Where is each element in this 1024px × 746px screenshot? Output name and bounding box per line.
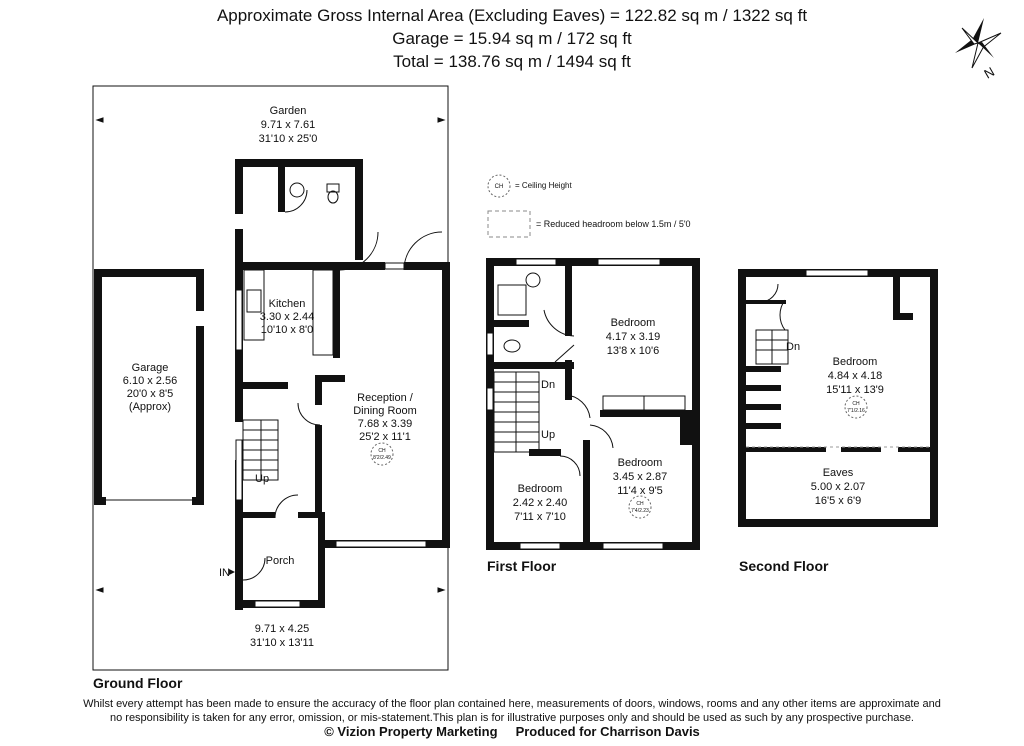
kitchen-metric: 3.30 x 2.44 — [260, 311, 314, 323]
front-metric: 9.71 x 4.25 — [255, 623, 309, 635]
disclaimer-line1: Whilst every attempt has been made to en… — [83, 698, 941, 710]
kitchen-imperial: 10'10 x 8'0 — [261, 324, 314, 336]
first-floor-fittings — [493, 272, 686, 477]
eaves-name: Eaves — [823, 467, 854, 479]
attic-ch-label: CH — [852, 401, 860, 407]
porch-name: Porch — [266, 555, 295, 567]
reception-imperial: 25'2 x 11'1 — [359, 431, 411, 443]
bedroom1-metric: 4.17 x 3.19 — [606, 331, 660, 343]
kitchen-fittings — [243, 231, 443, 356]
porch-door-swing — [242, 557, 266, 581]
area-line-total: Total = 138.76 sq m / 1494 sq ft — [393, 52, 631, 71]
first-stairs-dn-label: Dn — [541, 379, 555, 391]
bedroom2-metric: 3.45 x 2.87 — [613, 471, 667, 483]
garden-dimension-ticks — [95, 117, 446, 593]
reception-name-line2: Dining Room — [353, 405, 417, 417]
attic-bedroom-imperial: 15'11 x 13'9 — [826, 384, 884, 396]
rear-block-walls — [235, 159, 363, 269]
legend-ch-symbol: CH — [495, 184, 504, 190]
second-floor-fittings — [746, 283, 930, 448]
garage-note: (Approx) — [129, 401, 171, 413]
first-floor-label: First Floor — [487, 558, 557, 574]
garage-name: Garage — [132, 362, 169, 374]
bedroom3-metric: 2.42 x 2.40 — [513, 497, 567, 509]
eaves-metric: 5.00 x 2.07 — [811, 481, 865, 493]
garage-imperial: 20'0 x 8'5 — [127, 388, 173, 400]
first-floor-windows — [486, 258, 664, 550]
bedroom2-ch-label: CH — [636, 501, 644, 507]
garden-metric: 9.71 x 7.61 — [261, 119, 315, 131]
kitchen-name: Kitchen — [269, 298, 306, 310]
bedroom2-ch-value: 7'4/2.23 — [631, 508, 649, 514]
first-stairs-up-label: Up — [541, 429, 555, 441]
legend-ch-icon — [487, 174, 511, 198]
attic-ch-marker — [844, 395, 868, 419]
garage-metric: 6.10 x 2.56 — [123, 375, 177, 387]
reception-ch-value: 8'2/2.49 — [373, 455, 391, 461]
compass-icon: N — [955, 18, 1002, 82]
reception-name-line1: Reception / — [357, 392, 414, 404]
area-line-gross: Approximate Gross Internal Area (Excludi… — [216, 6, 808, 25]
garden-imperial: 31'10 x 25'0 — [259, 133, 318, 145]
credit-line: © Vizion Property Marketing Produced for… — [324, 724, 700, 739]
reception-ch-label: CH — [378, 448, 386, 454]
ground-stairs — [242, 402, 321, 519]
reception-metric: 7.68 x 3.39 — [358, 418, 412, 430]
bedroom1-imperial: 13'8 x 10'6 — [607, 345, 660, 357]
bedroom2-imperial: 11'4 x 9'5 — [617, 485, 663, 497]
legend-ch-text: = Ceiling Height — [515, 181, 572, 190]
second-stairs-dn-label: Dn — [786, 341, 800, 353]
bedroom1-name: Bedroom — [611, 317, 656, 329]
front-imperial: 31'10 x 13'11 — [250, 637, 314, 649]
second-floor-windows — [805, 269, 869, 277]
attic-bedroom-metric: 4.84 x 4.18 — [828, 370, 882, 382]
bedroom2-name: Bedroom — [618, 457, 663, 469]
disclaimer-line2: no responsibility is taken for any error… — [109, 712, 914, 724]
bedroom2-ch-marker — [628, 495, 652, 519]
ground-stairs-up-label: Up — [255, 473, 269, 485]
legend-reduced-icon — [487, 210, 531, 238]
entry-arrow-icon — [229, 569, 235, 575]
garage-walls — [94, 269, 204, 505]
area-line-garage: Garage = 15.94 sq m / 172 sq ft — [392, 29, 632, 48]
entry-label: IN — [219, 567, 230, 579]
garden-name: Garden — [270, 105, 307, 117]
attic-ch-value: 7'1/2.16 — [847, 408, 865, 414]
wc-fixtures — [284, 182, 340, 213]
second-floor-label: Second Floor — [739, 558, 829, 574]
bedroom3-imperial: 7'11 x 7'10 — [514, 511, 566, 523]
bedroom3-name: Bedroom — [518, 483, 563, 495]
ground-floor-label: Ground Floor — [93, 675, 183, 691]
compass-north-label: N — [981, 64, 997, 82]
eaves-imperial: 16'5 x 6'9 — [815, 495, 861, 507]
legend-reduced-text: = Reduced headroom below 1.5m / 5'0 — [536, 219, 691, 229]
attic-bedroom-name: Bedroom — [833, 356, 878, 368]
reception-ch-marker — [370, 442, 394, 466]
